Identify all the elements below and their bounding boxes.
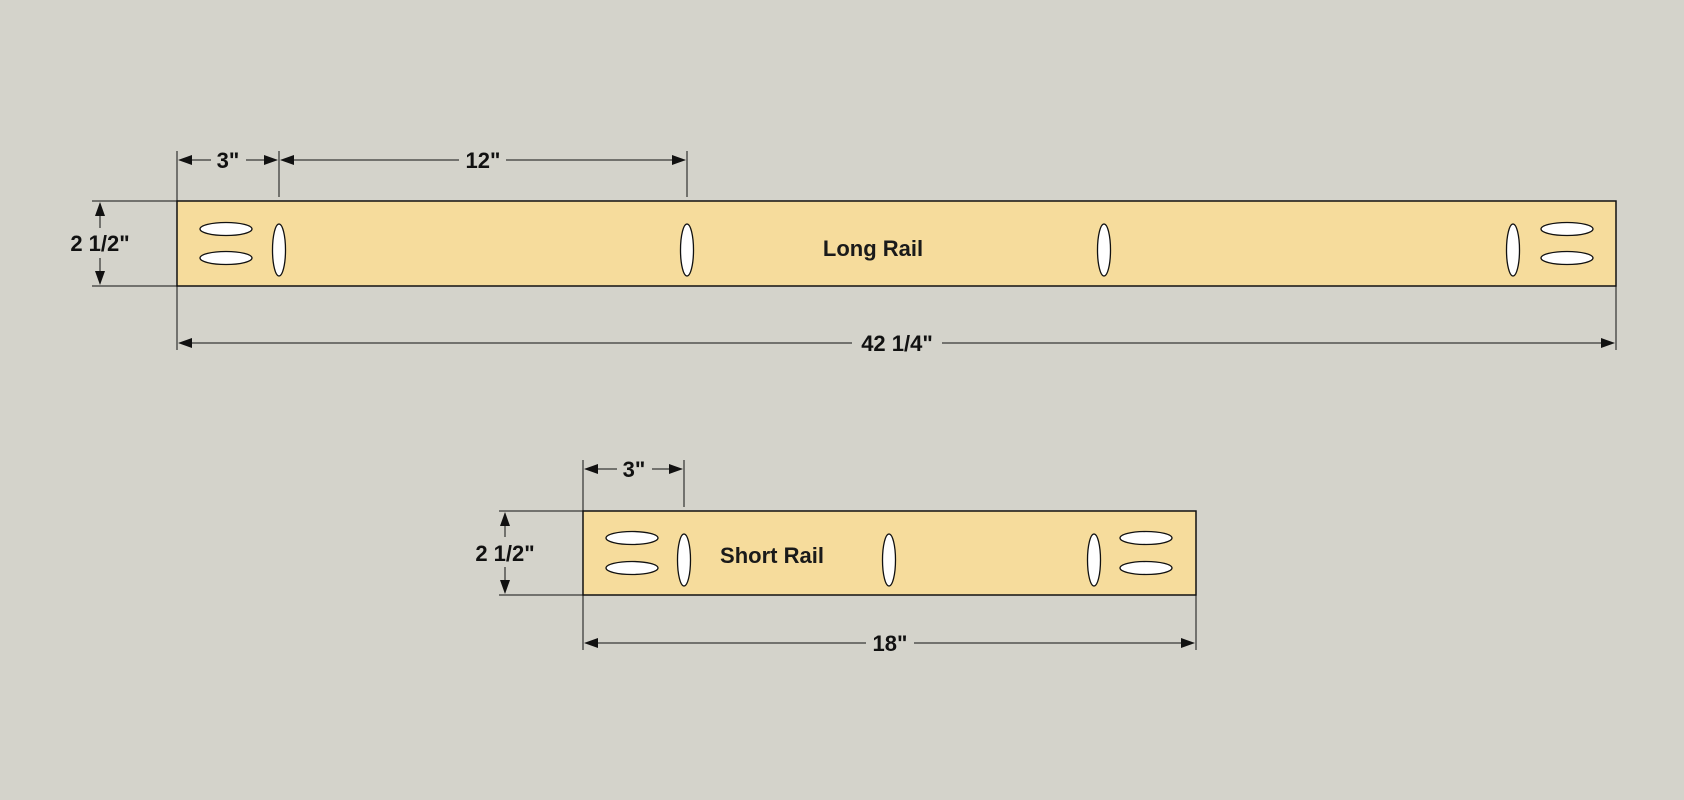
short-end-offset-dimension: 3" <box>584 457 683 482</box>
long-width-label: 2 1/2" <box>70 231 129 256</box>
pocket-hole <box>1540 221 1594 237</box>
long-end-offset-label: 3" <box>217 148 240 173</box>
long-hole-spacing-label: 12" <box>466 148 501 173</box>
long-rail: Long Rail 3" 12" 2 1/2" <box>70 148 1617 356</box>
pocket-hole <box>679 223 695 277</box>
pocket-hole <box>199 221 253 237</box>
long-length-label: 42 1/4" <box>861 331 933 356</box>
pocket-hole <box>271 223 287 277</box>
pocket-hole <box>881 533 897 587</box>
short-rail-label: Short Rail <box>720 543 824 568</box>
pocket-hole <box>1096 223 1112 277</box>
pocket-hole <box>1086 533 1102 587</box>
long-rail-board <box>176 200 1617 287</box>
short-length-label: 18" <box>873 631 908 656</box>
pocket-hole <box>1119 530 1173 546</box>
long-length-dimension: 42 1/4" <box>178 331 1615 356</box>
pocket-hole <box>605 560 659 576</box>
short-length-dimension: 18" <box>584 631 1195 656</box>
pocket-hole <box>605 530 659 546</box>
pocket-hole <box>1505 223 1521 277</box>
pocket-hole <box>676 533 692 587</box>
pocket-hole <box>199 250 253 266</box>
long-rail-label: Long Rail <box>823 236 923 261</box>
pocket-hole <box>1540 250 1594 266</box>
short-rail: Short Rail 3" 2 1/2" 18" <box>475 457 1197 656</box>
short-end-offset-label: 3" <box>623 457 646 482</box>
short-width-label: 2 1/2" <box>475 541 534 566</box>
short-width-dimension: 2 1/2" <box>475 512 535 594</box>
long-end-offset-dimension: 3" <box>178 148 278 173</box>
long-width-dimension: 2 1/2" <box>70 202 130 285</box>
pocket-hole <box>1119 560 1173 576</box>
long-hole-spacing-dimension: 12" <box>280 148 686 173</box>
